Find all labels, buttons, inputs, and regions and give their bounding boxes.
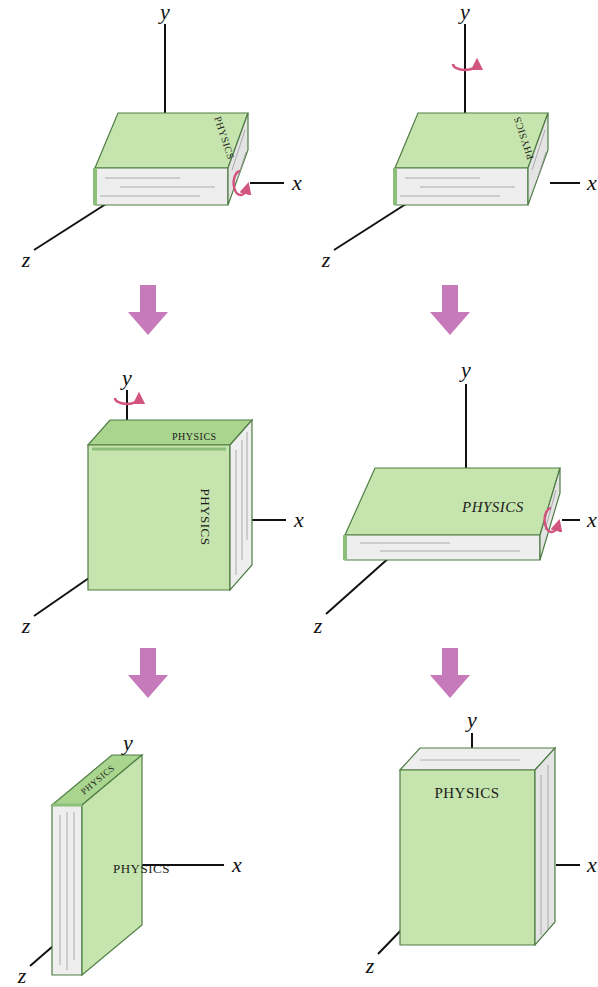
axis-label: y	[461, 359, 471, 381]
axis-label: x	[587, 172, 597, 194]
axis-label: y	[123, 732, 133, 754]
axis-label: z	[314, 615, 323, 637]
axis-label: x	[587, 509, 597, 531]
book-title: PHYSICS	[434, 786, 499, 801]
axis-label: y	[160, 1, 170, 23]
book-title: PHYSICS	[172, 432, 217, 442]
book-title: PHYSICS	[113, 862, 170, 875]
axis-label: x	[587, 854, 597, 876]
book-title: PHYSICS	[199, 489, 212, 546]
axis-label: x	[294, 509, 304, 531]
axis-label: x	[232, 854, 242, 876]
axis-label: y	[467, 709, 477, 731]
axis-label: y	[122, 367, 132, 389]
axis-label: x	[292, 172, 302, 194]
axis-label: z	[22, 615, 31, 637]
book-title: PHYSICS	[80, 764, 117, 797]
axis-label: z	[22, 249, 31, 271]
axis-label: z	[322, 249, 331, 271]
book-title: PHYSICS	[212, 115, 235, 161]
axis-label: z	[366, 955, 375, 977]
book-title: PHYSICS	[512, 115, 535, 161]
axis-label: z	[18, 965, 27, 987]
book-title: PHYSICS	[462, 500, 524, 515]
axis-label: y	[460, 1, 470, 23]
